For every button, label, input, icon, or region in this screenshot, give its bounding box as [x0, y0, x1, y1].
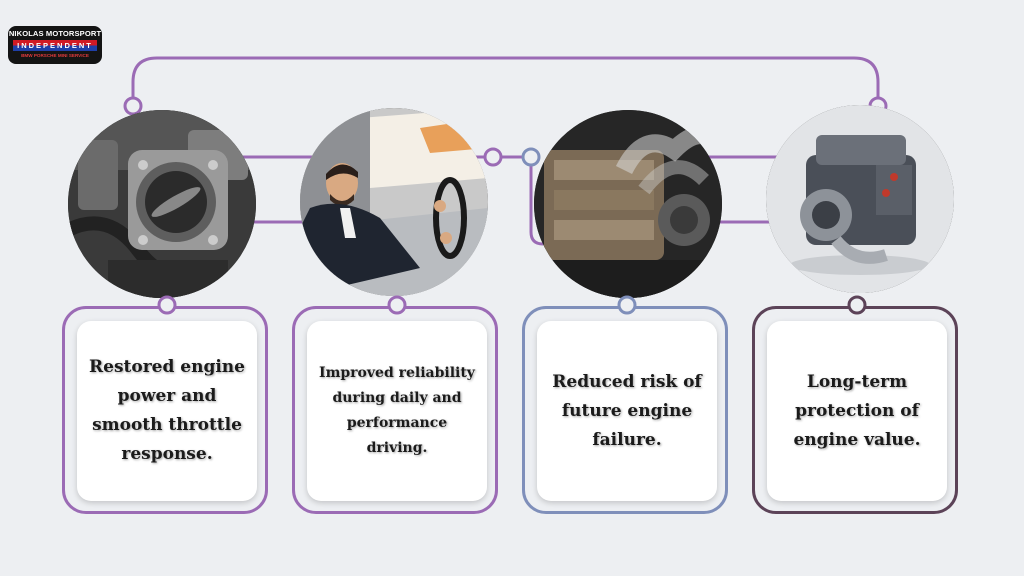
benefit-card: Long-term protection of engine value.: [767, 321, 947, 501]
benefit-card: Improved reliability during daily and pe…: [307, 321, 487, 501]
benefit-text: Reduced risk of future engine failure.: [552, 371, 702, 450]
brand-logo: NIKOLAS MOTORSPORT INDEPENDENT BMW PORSC…: [8, 26, 102, 64]
benefit-card: Reduced risk of future engine failure.: [537, 321, 717, 501]
logo-line-1: NIKOLAS MOTORSPORT: [8, 29, 102, 38]
connector-dot: [387, 295, 407, 315]
engine-block-photo: [766, 105, 954, 293]
logo-line-3: BMW PORSCHE MINI SERVICE: [21, 53, 89, 58]
benefit-card: Restored engine power and smooth throttl…: [77, 321, 257, 501]
connector-dot: [483, 147, 503, 167]
benefit-text: Improved reliability during daily and pe…: [319, 365, 475, 456]
connector-dot: [617, 295, 637, 315]
logo-line-2: INDEPENDENT: [13, 40, 97, 51]
connector-dot: [157, 295, 177, 315]
throttle-body-photo: [68, 110, 256, 298]
driver-photo: [300, 108, 488, 296]
connector-dot: [847, 295, 867, 315]
smoking-engine-photo: [534, 110, 722, 298]
benefit-text: Restored engine power and smooth throttl…: [89, 357, 245, 464]
benefit-text: Long-term protection of engine value.: [793, 371, 921, 450]
connector-dot: [521, 147, 541, 167]
